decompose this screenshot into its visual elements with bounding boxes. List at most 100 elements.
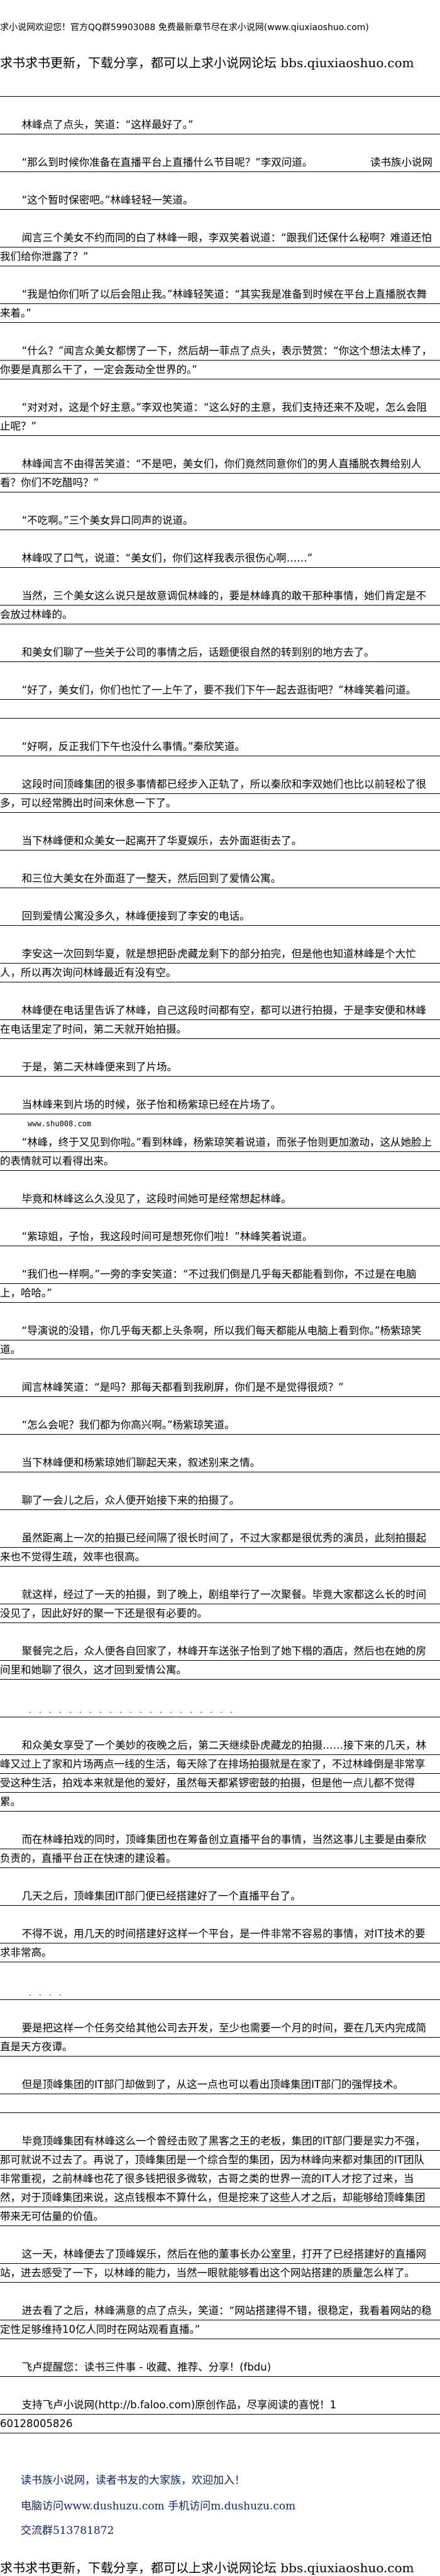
paragraph-line: “这个暂时保密吧。”林峰轻轻一笑道。 bbox=[21, 194, 194, 206]
paragraph: 毕竟和林峰这么久没见了，这段时间她可是经常想起林峰。 bbox=[0, 1190, 440, 1209]
side-tag: 读书族小说网 bbox=[370, 156, 432, 168]
paragraph-line: “林峰，终于又见到你啦。”看到林峰，杨紫琼笑着说道，而张子怡则更加激动，这从她脸… bbox=[0, 1136, 432, 1167]
paragraph: 毕竟顶峰集团有林峰这么一个曾经击败了黑客之王的老板，集团的IT部门要是实力不强，… bbox=[0, 2132, 440, 2226]
paragraph-line: 毕竟和林峰这么久没见了，这段时间她可是经常想起林峰。 bbox=[21, 1193, 292, 1205]
paragraph: 林峰闻言不由得苦笑道：“不是吧，美女们，你们竟然同意你们的男人直播脱衣舞给别人看… bbox=[0, 455, 440, 492]
paragraph: 读书族小说网 “那么到时候你准备在直播平台上直播什么节目呢？”李双问道。 bbox=[0, 153, 440, 172]
footer-group: 交流群513781872 bbox=[21, 2524, 114, 2537]
paragraph: 当林峰来到片场的时候，张子怡和杨紫琼已经在片场了。 bbox=[0, 1095, 440, 1114]
watermark-row bbox=[0, 1698, 440, 1717]
paragraph-line bbox=[0, 2094, 432, 2113]
paragraph: 回到爱情公寓没多久，林峰便接到了李安的电话。 bbox=[0, 907, 440, 926]
paragraph-line: “那么到时候你准备在直播平台上直播什么节目呢？”李双问道。 bbox=[21, 156, 313, 168]
paragraph-line: 林峰闻言不由得苦笑道：“不是吧，美女们，你们竟然同意你们的男人直播脱衣舞给别人看… bbox=[0, 458, 422, 489]
paragraph: “怎么会呢？我们都为你高兴啊。”杨紫琼笑道。 bbox=[0, 1416, 440, 1435]
paragraph: 闻言林峰笑道：“是吗？那每天都看到我刷屏，你们是不是觉得很烦？” bbox=[0, 1378, 440, 1397]
paragraph-line: 不得不说，用几天的时间搭建好这样一个平台，是一件非常不容易的事情，对IT技术的要… bbox=[0, 1928, 426, 1959]
paragraph-line: “对对对，这是个好主意。”李双也笑道：“这么好的主意，我们支持还来不及呢，怎么会… bbox=[0, 401, 427, 432]
paragraph: “我们也一样啊。”一旁的李安笑道：“不过我们倒是几乎每天都能看到你，不过是在电脑… bbox=[0, 1265, 440, 1303]
paragraph: “这个暂时保密吧。”林峰轻轻一笑道。 bbox=[0, 191, 440, 210]
paragraph: 当下林峰便和杨紫琼她们聊起天来，叙述别来之情。 bbox=[0, 1454, 440, 1472]
paragraph-line: “好啊，反正我们下午也没什么事情。”秦欣笑道。 bbox=[21, 741, 245, 753]
paragraph: 不得不说，用几天的时间搭建好这样一个平台，是一件非常不容易的事情，对IT技术的要… bbox=[0, 1925, 440, 1962]
paragraph: 林峰点了点头，笑道：“这样最好了。” bbox=[0, 116, 440, 134]
paragraph-line: 和三位大美女在外面逛了一整天，然后回到了爱情公寓。 bbox=[21, 872, 282, 884]
paragraph: 林峰叹了口气，说道：“美女们，你们这样我表示很伤心啊……” bbox=[0, 549, 440, 568]
paragraph: 李安这一次回到华夏，就是想把卧虎藏龙剩下的部分拍完，但是他也知道林峰是个大忙人，… bbox=[0, 945, 440, 982]
paragraph-line: 这一天，林峰便去了顶峰娱乐，然后在他的董事长办公室里，打开了已经搭建好的直播网站… bbox=[0, 2248, 427, 2279]
paragraph-line: 闻言三个美女不约而同的白了林峰一眼，李双笑着说道：“跟我们还保什么秘啊？难道还怕… bbox=[0, 232, 432, 263]
paragraph-line: 毕竟顶峰集团有林峰这么一个曾经击败了黑客之王的老板，集团的IT部门要是实力不强，… bbox=[0, 2135, 426, 2222]
paragraph: “导演说的没错，你几乎每天都上头条啊，所以我们每天都能从电脑上看到你。”杨紫琼笑… bbox=[0, 1322, 440, 1359]
paragraph-line: “导演说的没错，你几乎每天都上头条啊，所以我们每天都能从电脑上看到你。”杨紫琼笑… bbox=[0, 1325, 422, 1356]
paragraph: “不吃啊。”三个美女异口同声的说道。 bbox=[0, 511, 440, 530]
paragraph: “什么？”闻言众美女都愣了一下，然后胡一菲点了点头，表示赞赏：“你这个想法太棒了… bbox=[0, 342, 440, 379]
footer-visit-links: 电脑访问www.dushuzu.com 手机访问m.dushuzu.com bbox=[21, 2500, 296, 2513]
paragraph-line: 支持飞卢小说网(http://b.faloo.com)原创作品，尽享阅读的喜悦！… bbox=[21, 2399, 337, 2411]
paragraph-line: 虽然距离上一次的拍摄已经间隔了很长时间了，不过大家都是很优秀的演员，此刻拍摄起来… bbox=[0, 1532, 427, 1563]
chapter-content: 林峰点了点头，笑道：“这样最好了。” 读书族小说网 “那么到时候你准备在直播平台上直… bbox=[0, 78, 440, 2433]
paragraph: 于是，第二天林峰便来到了片场。 bbox=[0, 1058, 440, 1077]
paragraph-line: 当然，三个美女这么说只是故意调侃林峰的，要是林峰真的敢干那种事情，她们肯定是不会… bbox=[0, 590, 427, 621]
paragraph-line: 60128005826 bbox=[0, 2418, 73, 2430]
forum-banner: 求书求书更新，下载分享，都可以上求小说网论坛 bbs.qiuxiaoshuo.c… bbox=[0, 55, 414, 70]
paragraph: “好啊，反正我们下午也没什么事情。”秦欣笑道。 bbox=[0, 737, 440, 756]
paragraph: 这一天，林峰便去了顶峰娱乐，然后在他的董事长办公室里，打开了已经搭建好的直播网站… bbox=[0, 2245, 440, 2283]
paragraph: 聊了一会儿之后，众人便开始接下来的拍摄了。 bbox=[0, 1491, 440, 1510]
paragraph: 飞卢提醒您：读书三件事 - 收藏、推荐、分享！(fbdu) bbox=[0, 2358, 440, 2377]
paragraph-line: “好了，美女们，你们也忙了一上午了，要不我们下午一起去逛街吧？”林峰笑着问道。 bbox=[21, 684, 417, 696]
paragraph-line: “我是怕你们听了以后会阻止我。”林峰轻笑道：“其实我是准备到时候在平台上直播脱衣… bbox=[0, 288, 427, 319]
paragraph: 但是顶峰集团的IT部门却做到了，从这一点也可以看出顶峰集团IT部门的强悍技术。 bbox=[0, 2075, 440, 2113]
paragraph: 和众美女享受了一个美妙的夜晚之后，第二天继续卧虎藏龙的拍摄……接下来的几天，林峰… bbox=[0, 1736, 440, 1812]
paragraph-line: 李安这一次回到华夏，就是想把卧虎藏龙剩下的部分拍完，但是他也知道林峰是个大忙人，… bbox=[0, 948, 416, 979]
forum-banner-bottom: 求书求书更新，下载分享，都可以上求小说网论坛 bbs.qiuxiaoshuo.c… bbox=[0, 2560, 414, 2575]
paragraph-line: 聚餐完之后，众人便各自回家了，林峰开车送张子怡到了她下榻的酒店，然后也在她的房间… bbox=[0, 1645, 427, 1676]
paragraph-line: 当下林峰便和杨紫琼她们聊起天来，叙述别来之情。 bbox=[21, 1457, 261, 1469]
paragraph-line: 和美女们聊了一些关于公司的事情之后，话题便很自然的转到别的地方去了。 bbox=[21, 646, 375, 658]
paragraph-line: 而在林峰拍戏的同时，顶峰集团也在筹备创立直播平台的事情，当然这事儿主要是由秦欣负… bbox=[0, 1834, 427, 1864]
paragraph-line: 闻言林峰笑道：“是吗？那每天都看到我刷屏，你们是不是觉得很烦？” bbox=[21, 1381, 344, 1393]
paragraph: “我是怕你们听了以后会阻止我。”林峰轻笑道：“其实我是准备到时候在平台上直播脱衣… bbox=[0, 285, 440, 323]
paragraph-line: 聊了一会儿之后，众人便开始接下来的拍摄了。 bbox=[21, 1494, 240, 1506]
paragraph: 当然，三个美女这么说只是故意调侃林峰的，要是林峰真的敢干那种事情，她们肯定是不会… bbox=[0, 587, 440, 624]
paragraph: 虽然距离上一次的拍摄已经间隔了很长时间了，不过大家都是很优秀的演员，此刻拍摄起来… bbox=[0, 1529, 440, 1567]
site-note: www.shu008.com bbox=[28, 1119, 92, 1128]
paragraph: 当下林峰便和众美女一起离开了华夏娱乐，去外面逛街去了。 bbox=[0, 832, 440, 851]
paragraph: 几天之后，顶峰集团IT部门便已经搭建好了一个直播平台了。 bbox=[0, 1887, 440, 1906]
divider bbox=[0, 78, 440, 97]
paragraph-line: 但是顶峰集团的IT部门却做到了，从这一点也可以看出顶峰集团IT部门的强悍技术。 bbox=[21, 2079, 404, 2090]
paragraph: 聚餐完之后，众人便各自回家了，林峰开车送张子怡到了她下榻的酒店，然后也在她的房间… bbox=[0, 1642, 440, 1680]
paragraph: 林峰便在电话里告诉了林峰，自己这段时间都有空，都可以进行拍摄，于是李安便和林峰在… bbox=[0, 1001, 440, 1039]
paragraph: 要是把这样一个任务交给其他公司去开发，至少也需要一个月的时间，要在几天内完成简直… bbox=[0, 2019, 440, 2057]
paragraph: 而在林峰拍戏的同时，顶峰集团也在筹备创立直播平台的事情，当然这事儿主要是由秦欣负… bbox=[0, 1830, 440, 1868]
site-welcome-banner: 求小说网欢迎您！官方QQ群59903088 免费最新章节尽在求小说网(www.q… bbox=[0, 23, 369, 33]
paragraph: 和美女们聊了一些关于公司的事情之后，话题便很自然的转到别的地方去了。 bbox=[0, 643, 440, 662]
footer-slogan: 读书族小说网，读者书友的大家族，欢迎加入！ bbox=[21, 2474, 245, 2487]
paragraph: “对对对，这是个好主意。”李双也笑道：“这么好的主意，我们支持还来不及呢，怎么会… bbox=[0, 398, 440, 436]
paragraph: 就这样，经过了一天的拍摄，到了晚上，剧组举行了一次聚餐。毕竟大家都这么长的时间没… bbox=[0, 1585, 440, 1623]
watermark-row bbox=[0, 1981, 440, 2000]
paragraph: “林峰，终于又见到你啦。”看到林峰，杨紫琼笑着说道，而张子怡则更加激动，这从她脸… bbox=[0, 1133, 440, 1171]
paragraph-line: 这段时间顶峰集团的很多事情都已经步入正轨了，所以秦欣和李双她们也比以前轻松了很多… bbox=[0, 778, 427, 809]
paragraph-line: 林峰便在电话里告诉了林峰，自己这段时间都有空，都可以进行拍摄，于是李安便和林峰在… bbox=[0, 1004, 427, 1035]
paragraph-line: 林峰叹了口气，说道：“美女们，你们这样我表示很伤心啊……” bbox=[21, 552, 313, 564]
paragraph: “紫琼姐，子怡，我这段时间可是想死你们啦！”林峰笑着说道。 bbox=[0, 1227, 440, 1246]
paragraph-line: 飞卢提醒您：读书三件事 - 收藏、推荐、分享！(fbdu) bbox=[21, 2361, 272, 2373]
paragraph-line: 林峰点了点头，笑道：“这样最好了。” bbox=[21, 119, 194, 131]
paragraph-line bbox=[0, 700, 432, 719]
paragraph-line: 当下林峰便和众美女一起离开了华夏娱乐，去外面逛街去了。 bbox=[21, 835, 302, 847]
paragraph-line: “什么？”闻言众美女都愣了一下，然后胡一菲点了点头，表示赞赏：“你这个想法太棒了… bbox=[0, 345, 432, 376]
paragraph-line: “不吃啊。”三个美女异口同声的说道。 bbox=[21, 514, 194, 526]
paragraph: 这段时间顶峰集团的很多事情都已经步入正轨了，所以秦欣和李双她们也比以前轻松了很多… bbox=[0, 775, 440, 813]
paragraph-line: 几天之后，顶峰集团IT部门便已经搭建好了一个直播平台了。 bbox=[21, 1890, 301, 1902]
paragraph-line: “紫琼姐，子怡，我这段时间可是想死你们啦！”林峰笑着说道。 bbox=[21, 1231, 313, 1242]
paragraph-line: 就这样，经过了一天的拍摄，到了晚上，剧组举行了一次聚餐。毕竟大家都这么长的时间没… bbox=[0, 1589, 427, 1619]
paragraph-line: 和众美女享受了一个美妙的夜晚之后，第二天继续卧虎藏龙的拍摄……接下来的几天，林峰… bbox=[0, 1739, 427, 1808]
paragraph-line: 回到爱情公寓没多久，林峰便接到了李安的电话。 bbox=[21, 910, 250, 922]
paragraph: 闻言三个美女不约而同的白了林峰一眼，李双笑着说道：“跟我们还保什么秘啊？难道还怕… bbox=[0, 229, 440, 266]
paragraph-line: “我们也一样啊。”一旁的李安笑道：“不过我们倒是几乎每天都能看到你，不过是在电脑… bbox=[0, 1268, 417, 1299]
paragraph-line: 进去看了之后，林峰满意的点了点头，笑道：“网站搭建得不错，很稳定，我看着网站的稳… bbox=[0, 2305, 432, 2335]
paragraph-line: 当林峰来到片场的时候，张子怡和杨紫琼已经在片场了。 bbox=[21, 1099, 282, 1111]
paragraph-line: 于是，第二天林峰便来到了片场。 bbox=[21, 1061, 178, 1073]
paragraph: 和三位大美女在外面逛了一整天，然后回到了爱情公寓。 bbox=[0, 869, 440, 888]
